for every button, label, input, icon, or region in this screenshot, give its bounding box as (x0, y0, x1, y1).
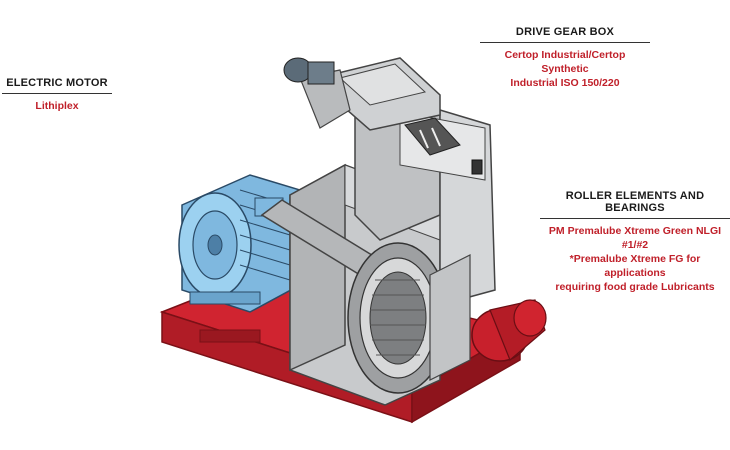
callout-drive-gear-box: DRIVE GEAR BOX Certop Industrial/Certop … (480, 26, 650, 90)
callout-product-line: PM Premalube Xtreme Green NLGI (548, 225, 722, 237)
pulley-guard (471, 299, 547, 362)
callout-roller-elements: ROLLER ELEMENTS AND BEARINGS PM Premalub… (540, 190, 730, 294)
die-roller-icon (347, 242, 471, 394)
callout-note-line: requiring food grade Lubricants (555, 281, 715, 293)
gear-box-icon (283, 57, 483, 175)
callout-note-line: *Premalube Xtreme FG for applications (569, 253, 701, 279)
callout-electric-motor: ELECTRIC MOTOR Lithiplex (2, 77, 112, 113)
callout-heading: ROLLER ELEMENTS AND BEARINGS (565, 190, 705, 214)
callout-divider (2, 93, 112, 94)
callout-divider (540, 218, 730, 219)
callout-heading: ELECTRIC MOTOR (6, 77, 108, 89)
callout-product-line: #1/#2 (621, 239, 649, 251)
callout-product-line: Industrial ISO 150/220 (510, 77, 620, 89)
callout-product-line: Certop Industrial/Certop Synthetic (504, 49, 626, 75)
callout-product: Lithiplex (35, 100, 79, 112)
callout-divider (480, 42, 650, 43)
callout-heading: DRIVE GEAR BOX (515, 26, 615, 38)
electric-motor-icon (178, 174, 301, 313)
